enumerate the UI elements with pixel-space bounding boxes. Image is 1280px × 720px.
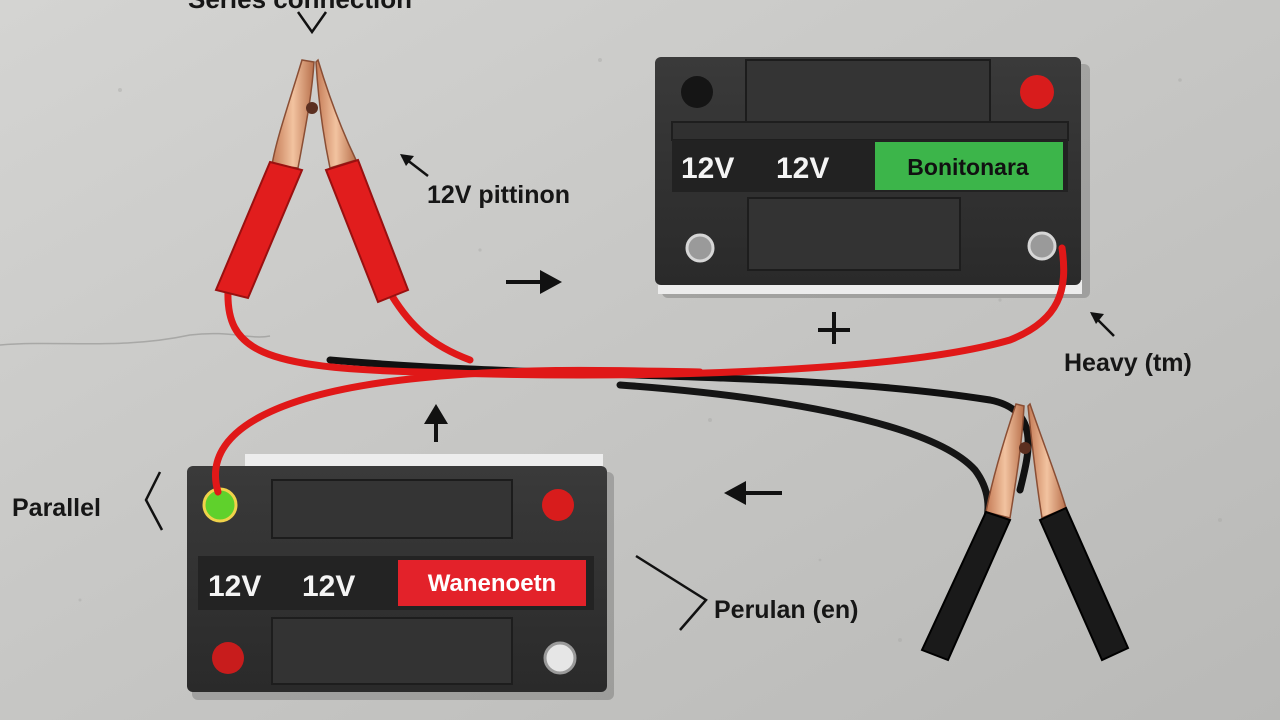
voltage-right: 12V <box>302 570 355 603</box>
brand-label-box <box>875 142 1063 190</box>
clamp-handle-left <box>920 510 1012 662</box>
pointer-arrow-icon <box>1090 312 1115 337</box>
red-wire-clamp <box>388 292 474 364</box>
positive-terminal[interactable] <box>1020 75 1054 109</box>
arrow-up-icon <box>424 404 448 442</box>
brand-label: Bonitonara <box>907 154 1029 180</box>
clamp-handle-right <box>1038 506 1130 662</box>
crack-line <box>0 332 271 346</box>
brand-label-box <box>398 560 586 606</box>
bracket-icon <box>144 471 164 531</box>
voltage-left: 12V <box>681 152 734 185</box>
pointer-arrow-icon <box>400 154 429 177</box>
voltage-left: 12V <box>208 570 261 603</box>
clamp-pivot <box>1019 442 1031 454</box>
positive-terminal[interactable] <box>542 489 574 521</box>
arrow-right-icon <box>506 270 562 294</box>
battery-lower-panel <box>747 197 961 271</box>
battery-lid <box>745 59 991 123</box>
clamp-handle-right <box>324 158 410 304</box>
negative-terminal[interactable] <box>681 76 713 108</box>
terminal-bottom-left[interactable] <box>212 642 244 674</box>
black-wire-lower <box>616 381 992 529</box>
brand-label: Wanenoetn <box>428 570 556 597</box>
clamp-pivot <box>306 102 318 114</box>
clamp-handle-left <box>214 160 304 300</box>
diagram-title: Series connection <box>188 0 412 15</box>
red-wire-to-bottom <box>212 366 704 496</box>
parallel-label: Parallel <box>12 494 101 522</box>
battery-top[interactable]: 12V 12V Bonitonara <box>655 57 1090 298</box>
battery-lower-panel <box>271 617 513 685</box>
bracket-icon <box>635 554 708 631</box>
plus-icon <box>818 312 850 344</box>
alligator-clip-icon[interactable] <box>920 402 1130 662</box>
battery-top-strip <box>245 454 603 468</box>
battery-lid <box>271 479 513 539</box>
arrow-left-icon <box>724 481 782 505</box>
terminal-bottom-right[interactable] <box>543 641 577 675</box>
heavy-note: Heavy (tm) <box>1064 349 1192 377</box>
alligator-clip-icon[interactable] <box>214 58 410 304</box>
clamp-note: 12V pittinon <box>427 181 571 209</box>
perulan-note: Perulan (en) <box>714 596 859 624</box>
bolt-left[interactable] <box>685 233 715 263</box>
battery-ridge <box>671 121 1069 141</box>
title-pointer-icon <box>296 11 328 35</box>
clamp-jaw-left <box>985 403 1025 519</box>
bolt-right[interactable] <box>1027 231 1057 261</box>
voltage-right: 12V <box>776 152 829 185</box>
battery-bottom[interactable]: 12V 12V Wanenoetn <box>187 454 614 700</box>
